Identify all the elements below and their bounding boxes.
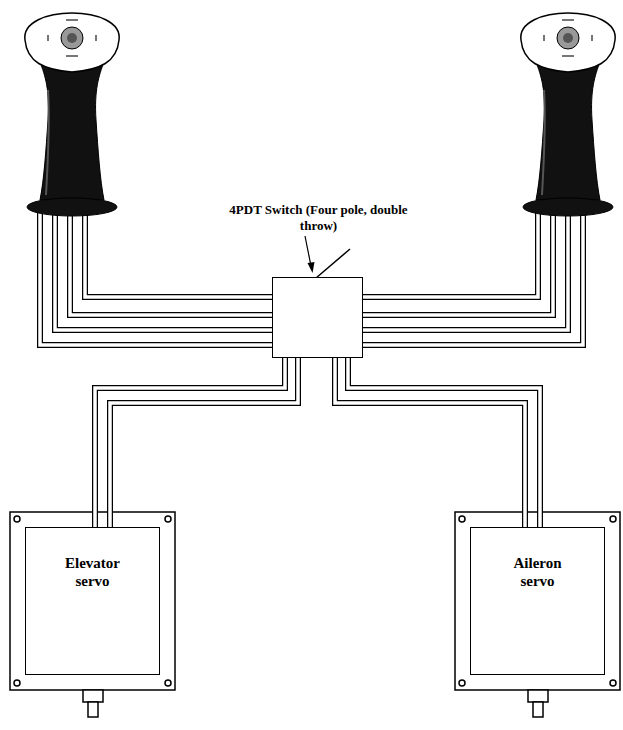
servo-label: Elevator servo <box>53 554 133 590</box>
wire-pair <box>95 358 298 527</box>
switch-label: 4PDT Switch (Four pole, double throw) <box>229 202 409 234</box>
servo-housing <box>10 512 620 717</box>
switch-box: 4PDT Switch (Four pole, double throw) <box>272 277 363 358</box>
joystick <box>25 13 119 216</box>
leader-line <box>305 236 311 266</box>
wire-pair <box>335 358 540 527</box>
servo-label: Aileron servo <box>498 554 578 590</box>
servo-box: Aileron servo <box>470 527 605 675</box>
switch-lever <box>316 249 350 278</box>
joystick <box>521 13 615 216</box>
servo-box: Elevator servo <box>25 527 160 675</box>
arrowhead <box>308 262 315 273</box>
